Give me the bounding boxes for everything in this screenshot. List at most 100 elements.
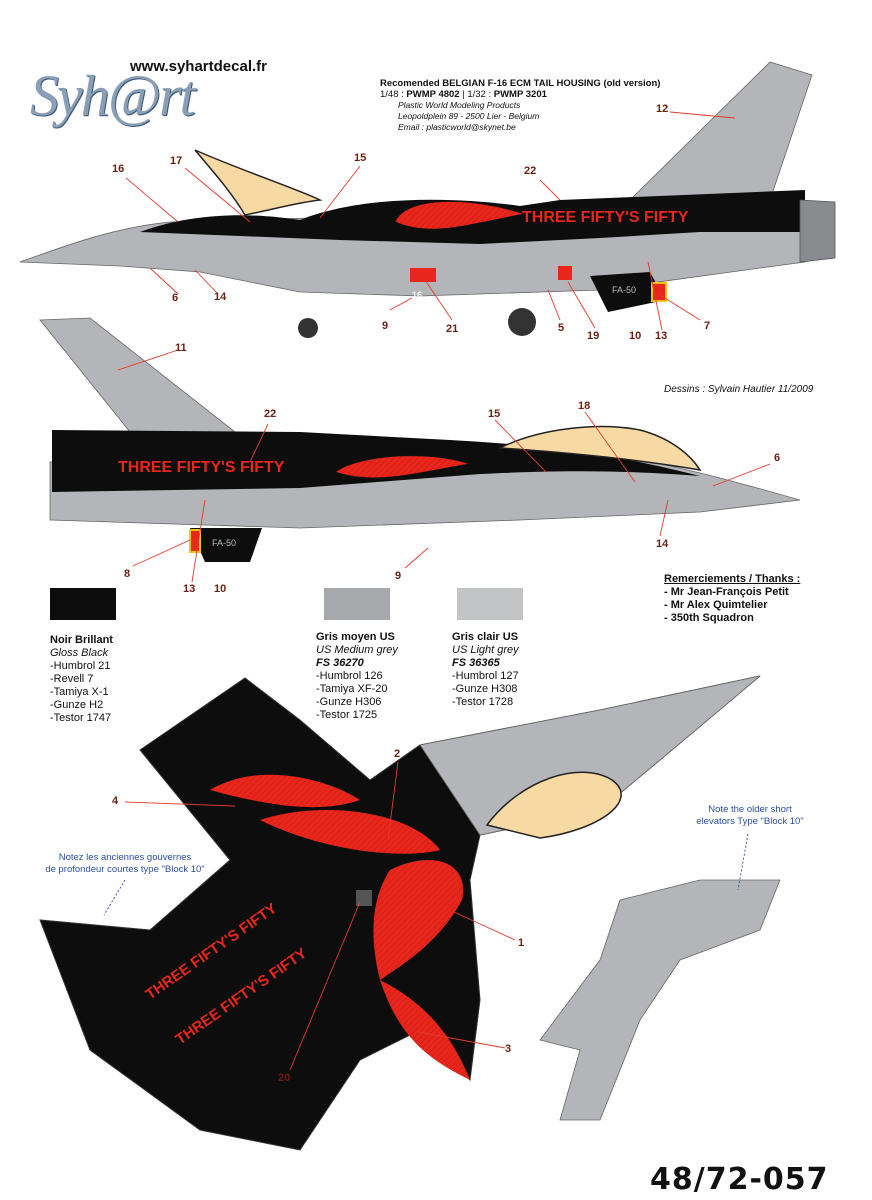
paint-ref: -Revell 7	[50, 673, 94, 685]
bottom-view	[539, 879, 781, 1121]
paint-ref: -Gunze H306	[316, 696, 382, 708]
side-view-left-facing: THREE FIFTY'S FIFTY FA-50 16	[19, 61, 836, 338]
callout-13b: 13	[183, 583, 196, 595]
callout-11: 11	[175, 342, 187, 354]
red-flame-2b	[260, 810, 440, 854]
scale-48-label: 1/48 :	[380, 89, 407, 100]
nose-wheel-1	[298, 318, 318, 338]
thanks-item: - Mr Jean-François Petit	[664, 586, 789, 598]
paint-ref: -Tamiya XF-20	[316, 683, 388, 695]
swatch-gloss-black	[50, 588, 116, 620]
callout-7: 7	[704, 320, 711, 332]
note-french: Notez les anciennes gouvernes de profond…	[20, 852, 230, 876]
note-lines	[103, 833, 749, 916]
swatch-light-grey	[457, 588, 523, 620]
paint-ref: -Testor 1747	[50, 712, 112, 724]
note-english: Note the older short elevators Type "Blo…	[670, 804, 830, 828]
paint-ref: -Testor 1728	[452, 696, 514, 708]
credits: Dessins : Sylvain Hautier 11/2009	[664, 384, 814, 395]
callout-15: 15	[354, 152, 367, 164]
callout-6: 6	[172, 292, 179, 304]
callout-4: 4	[112, 795, 119, 807]
scale-48-value: PWMP 4802	[406, 89, 460, 100]
paint-title: Noir Brillant	[50, 634, 113, 646]
red-flame-1	[394, 200, 526, 230]
callout-21: 21	[446, 323, 459, 335]
paint-fs: FS 36365	[452, 657, 500, 669]
red-flame-1b	[373, 860, 464, 980]
callout-15b: 15	[488, 408, 501, 420]
header-title: Recomended BELGIAN F-16 ECM TAIL HOUSING…	[380, 78, 661, 89]
paint-ref: -Humbrol 126	[316, 670, 383, 682]
callout-18: 18	[578, 400, 591, 412]
top-view-canopy	[485, 771, 622, 839]
callout-22b: 22	[264, 408, 277, 420]
paint-ref: -Testor 1725	[316, 709, 378, 721]
callout-9: 9	[382, 320, 389, 332]
company-name: Plastic World Modeling Products	[398, 100, 521, 110]
red-flame-2	[333, 455, 471, 479]
callout-20: 20	[278, 1072, 291, 1084]
callout-1: 1	[518, 937, 525, 949]
scale-32-value: PWMP 3201	[493, 89, 547, 100]
paint-gloss-black: Noir Brillant Gloss Black -Humbrol 21 -R…	[50, 634, 113, 725]
callout-9b: 9	[395, 570, 402, 582]
note-line: elevators Type "Block 10"	[696, 816, 804, 827]
grey-square-20	[356, 890, 372, 906]
thanks-item: - Mr Alex Quimtelier	[664, 599, 768, 611]
callout-10b: 10	[214, 583, 227, 595]
tail-text-2: THREE FIFTY'S FIFTY	[118, 459, 285, 476]
bottom-view-body	[539, 879, 781, 1121]
leader-lines	[117, 111, 771, 1071]
ventral-fin-1	[590, 272, 665, 312]
callout-13: 13	[655, 330, 668, 342]
callout-16: 16	[112, 163, 125, 175]
paint-ref: -Humbrol 21	[50, 660, 111, 672]
paint-subtitle: US Light grey	[452, 644, 519, 656]
thanks-item: - 350th Squadron	[664, 612, 754, 624]
paint-subtitle: Gloss Black	[50, 647, 109, 659]
note-line: Note the older short	[708, 804, 792, 815]
callout-10: 10	[629, 330, 642, 342]
callout-6b: 6	[774, 452, 781, 464]
red-panel-21	[410, 268, 436, 282]
product-code: 48/72-057	[650, 1162, 829, 1197]
note-line: de profondeur courtes type "Block 10"	[45, 864, 205, 875]
paint-ref: -Tamiya X-1	[50, 686, 109, 698]
side-view-right-facing: THREE FIFTY'S FIFTY FA-50 16	[39, 317, 801, 562]
thanks-header: Remerciements / Thanks :	[664, 573, 801, 585]
top-view-nose	[419, 675, 761, 836]
scale-line: 1/48 : PWMP 4802 | 1/32 : PWMP 3201	[380, 89, 660, 100]
paint-subtitle: US Medium grey	[316, 644, 398, 656]
paint-medium-grey: Gris moyen US US Medium grey FS 36270 -H…	[316, 631, 398, 722]
callout-3: 3	[505, 1043, 512, 1055]
paint-title: Gris moyen US	[316, 631, 395, 643]
header-block: Recomended BELGIAN F-16 ECM TAIL HOUSING…	[380, 78, 660, 133]
main-wheel-1	[508, 308, 536, 336]
paint-title: Gris clair US	[452, 631, 519, 643]
callout-12: 12	[656, 103, 669, 115]
swatch-medium-grey	[324, 588, 390, 620]
nose-number-2: 16	[432, 542, 442, 552]
ventral-code-1: FA-50	[612, 285, 636, 295]
tail-fin-1	[629, 61, 813, 201]
tail-text-1: THREE FIFTY'S FIFTY	[522, 209, 689, 226]
paint-ref: -Gunze H2	[50, 699, 104, 711]
belgian-flag-2	[189, 529, 201, 553]
red-panel-19	[558, 266, 572, 280]
ventral-fin-2	[190, 528, 262, 562]
callout-14: 14	[214, 291, 227, 303]
website-url[interactable]: www.syhartdecal.fr	[130, 58, 267, 75]
top-view: THREE FIFTY'S FIFTY THREE FIFTY'S FIFTY	[39, 675, 761, 1151]
company-email: Email : plasticworld@skynet.be	[398, 122, 516, 132]
callout-19: 19	[587, 330, 600, 342]
note-line: Notez les anciennes gouvernes	[58, 852, 192, 863]
callout-8: 8	[124, 568, 131, 580]
tail-fin-2	[39, 317, 237, 433]
thanks-block: Remerciements / Thanks : - Mr Jean-Franç…	[664, 573, 800, 625]
nozzle-1	[799, 199, 836, 263]
nose-number-1: 16	[412, 290, 422, 300]
paint-light-grey: Gris clair US US Light grey FS 36365 -Hu…	[452, 631, 519, 709]
red-flame-3	[380, 980, 470, 1080]
